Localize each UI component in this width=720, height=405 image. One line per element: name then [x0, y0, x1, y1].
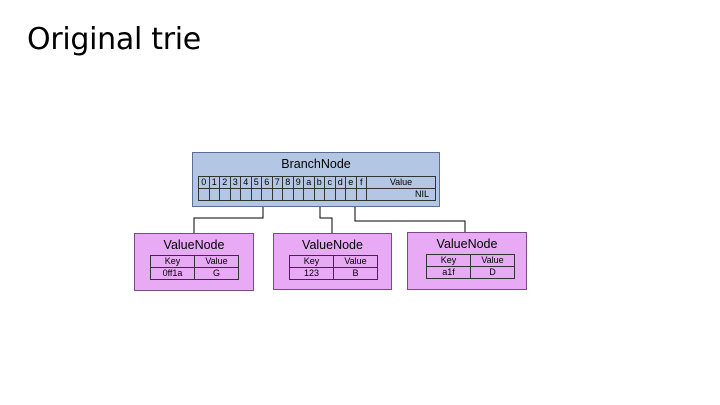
value-node-1: ValueNode Key Value 0ff1a G [134, 233, 254, 291]
connector-slot-5 [193, 200, 264, 233]
value-node-data-row: a1f D [426, 266, 515, 279]
branch-slot-d: d [334, 176, 346, 189]
branch-slot-4: 4 [240, 176, 252, 189]
branch-pointer-c [324, 188, 336, 201]
branch-pointer-3 [229, 188, 241, 201]
branch-pointer-1 [208, 188, 220, 201]
branch-pointer-9 [292, 188, 304, 201]
value-node-table: Key Value 123 B [289, 255, 378, 280]
branch-pointer-a [303, 188, 315, 201]
value-node-label: ValueNode [163, 238, 225, 252]
value-header: Value [333, 255, 378, 268]
branch-pointer-8 [282, 188, 294, 201]
key-header: Key [426, 254, 471, 267]
branch-value-row: NIL [198, 188, 436, 201]
branch-slot-a: a [303, 176, 315, 189]
branch-pointer-0 [198, 188, 210, 201]
slide-title: Original trie [27, 22, 201, 57]
branch-slot-f: f [355, 176, 367, 189]
branch-slot-3: 3 [229, 176, 241, 189]
value-node-header-row: Key Value [150, 255, 239, 268]
key-header: Key [150, 255, 195, 268]
branch-node: BranchNode 0 1 2 3 4 5 6 7 8 9 a b c d e… [192, 152, 440, 207]
value-node-table: Key Value a1f D [426, 254, 515, 279]
value-node-data-row: 0ff1a G [150, 267, 239, 280]
value-node-2: ValueNode Key Value 123 B [273, 233, 392, 290]
value-node-label: ValueNode [302, 238, 363, 252]
branch-pointer-2 [219, 188, 231, 201]
value-cell: D [470, 266, 515, 279]
branch-slot-8: 8 [282, 176, 294, 189]
branch-slot-1: 1 [208, 176, 220, 189]
branch-pointer-e [345, 188, 357, 201]
branch-pointer-f [355, 188, 367, 201]
key-cell: a1f [426, 266, 471, 279]
connector-slot-a [354, 200, 466, 232]
branch-node-table: 0 1 2 3 4 5 6 7 8 9 a b c d e f Value [198, 176, 436, 201]
branch-pointer-4 [240, 188, 252, 201]
branch-pointer-d [334, 188, 346, 201]
value-cell: B [333, 267, 378, 280]
branch-slot-c: c [324, 176, 336, 189]
branch-pointer-5 [250, 188, 262, 201]
value-header: Value [194, 255, 239, 268]
value-node-header-row: Key Value [426, 254, 515, 267]
value-node-3: ValueNode Key Value a1f D [407, 232, 527, 290]
key-header: Key [289, 255, 334, 268]
value-node-label: ValueNode [436, 237, 498, 251]
branch-pointer-7 [271, 188, 283, 201]
branch-slot-row: 0 1 2 3 4 5 6 7 8 9 a b c d e f Value [198, 176, 436, 189]
branch-slot-5: 5 [250, 176, 262, 189]
branch-node-label: BranchNode [281, 157, 351, 171]
branch-pointer-b [313, 188, 325, 201]
branch-value: NIL [366, 188, 436, 201]
value-node-header-row: Key Value [289, 255, 378, 268]
value-node-data-row: 123 B [289, 267, 378, 280]
branch-slot-7: 7 [271, 176, 283, 189]
value-header: Value [470, 254, 515, 267]
connector-slot-1 [319, 200, 333, 233]
branch-slot-e: e [345, 176, 357, 189]
key-cell: 123 [289, 267, 334, 280]
branch-slot-9: 9 [292, 176, 304, 189]
branch-value-header: Value [366, 176, 436, 189]
value-node-table: Key Value 0ff1a G [150, 255, 239, 280]
branch-slot-0: 0 [198, 176, 210, 189]
branch-slot-b: b [313, 176, 325, 189]
key-cell: 0ff1a [150, 267, 195, 280]
branch-pointer-6 [261, 188, 273, 201]
value-cell: G [194, 267, 239, 280]
branch-slot-2: 2 [219, 176, 231, 189]
branch-slot-6: 6 [261, 176, 273, 189]
